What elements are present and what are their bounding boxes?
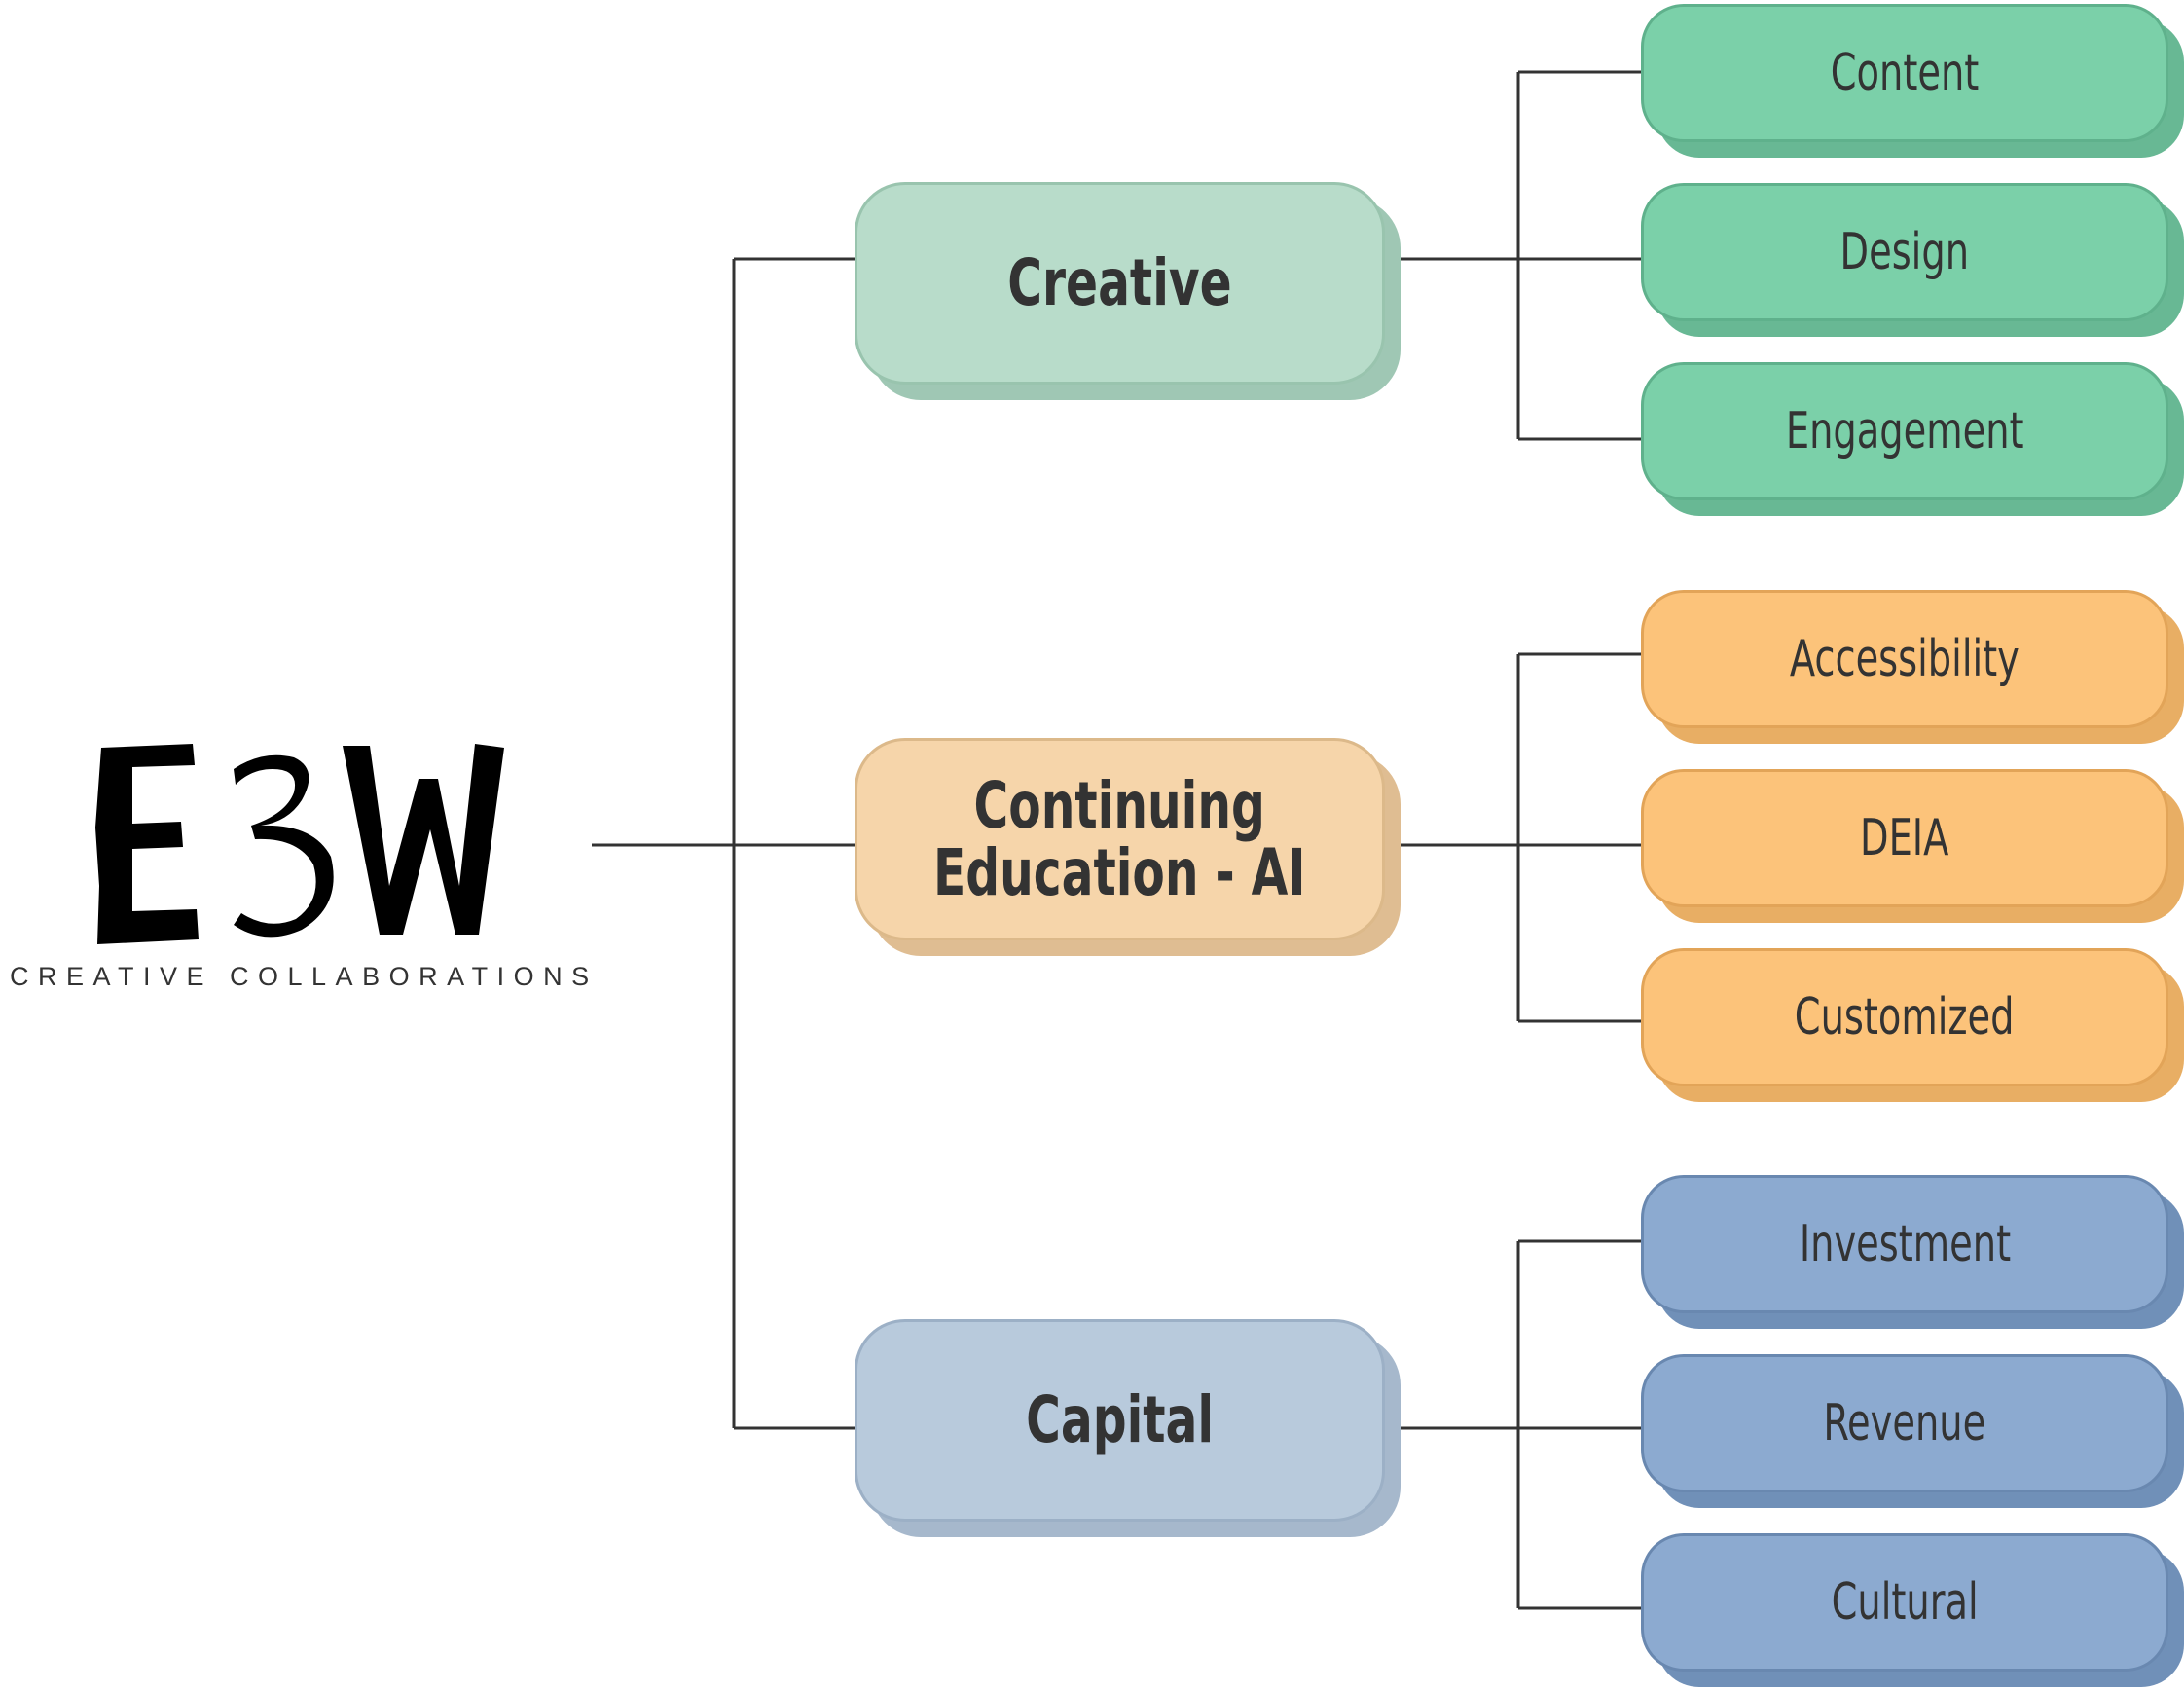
node-label-creative: Creative: [1007, 245, 1232, 321]
node-investment[interactable]: Investment: [1641, 1175, 2184, 1329]
node-label-line-2: Education - AI: [933, 835, 1306, 910]
node-face: DEIA: [1641, 769, 2168, 907]
node-deia[interactable]: DEIA: [1641, 769, 2184, 923]
node-face: Continuing Education - AI: [855, 738, 1385, 940]
node-face: Engagement: [1641, 362, 2168, 500]
node-continuing-education[interactable]: Continuing Education - AI: [855, 738, 1401, 956]
node-face: Investment: [1641, 1175, 2168, 1313]
node-revenue[interactable]: Revenue: [1641, 1354, 2184, 1508]
node-face: Revenue: [1641, 1354, 2168, 1492]
node-label-engagement: Engagement: [1785, 401, 2024, 460]
node-accessibility[interactable]: Accessibility: [1641, 590, 2184, 744]
node-label-accessibility: Accessibility: [1790, 629, 2020, 688]
node-label-line-1: Continuing: [973, 767, 1266, 843]
node-label-design: Design: [1839, 222, 1970, 281]
node-content[interactable]: Content: [1641, 4, 2184, 158]
node-label-deia: DEIA: [1860, 808, 1949, 867]
node-label-content: Content: [1830, 43, 1980, 102]
node-face: Creative: [855, 182, 1385, 385]
node-face: Cultural: [1641, 1533, 2168, 1672]
node-face: Capital: [855, 1319, 1385, 1522]
e3w-logo-mark: [95, 744, 504, 944]
node-face: Accessibility: [1641, 590, 2168, 728]
e3w-logo: CREATIVE COLLABORATIONS: [10, 740, 594, 1012]
logo-tagline: CREATIVE COLLABORATIONS: [10, 962, 599, 991]
node-creative[interactable]: Creative: [855, 182, 1401, 400]
node-design[interactable]: Design: [1641, 183, 2184, 337]
node-label-capital: Capital: [1026, 1382, 1214, 1458]
node-customized[interactable]: Customized: [1641, 948, 2184, 1102]
node-face: Design: [1641, 183, 2168, 321]
node-face: Content: [1641, 4, 2168, 142]
node-engagement[interactable]: Engagement: [1641, 362, 2184, 516]
node-label-cultural: Cultural: [1831, 1572, 1979, 1632]
node-label-revenue: Revenue: [1823, 1393, 1986, 1453]
node-label-customized: Customized: [1795, 987, 2015, 1047]
node-capital[interactable]: Capital: [855, 1319, 1401, 1537]
node-face: Customized: [1641, 948, 2168, 1086]
node-label-continuing-education: Continuing Education - AI: [933, 772, 1305, 907]
node-cultural[interactable]: Cultural: [1641, 1533, 2184, 1687]
node-label-investment: Investment: [1799, 1214, 2011, 1273]
